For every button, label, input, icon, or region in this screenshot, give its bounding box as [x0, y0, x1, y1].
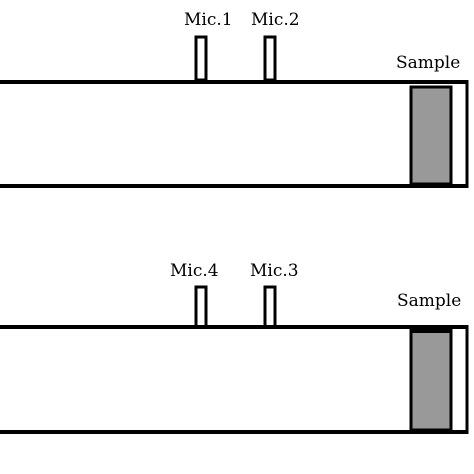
bottom-sample-backing-plate: [411, 327, 451, 333]
bottom-sample-block: [409, 327, 453, 432]
mic-4-port: [194, 285, 208, 329]
mic-2-port: [263, 35, 277, 82]
mic-2-label: Mic.2: [251, 10, 300, 30]
top-sample-label: Sample: [396, 53, 460, 73]
mic-1-port: [194, 35, 208, 82]
mic-1-label: Mic.1: [184, 10, 233, 30]
top-tube-setup: Mic.1 Mic.2 Sample: [0, 10, 469, 188]
mic-3-port: [263, 285, 277, 329]
mic-4-label: Mic.4: [170, 261, 219, 281]
mic-3-label: Mic.3: [250, 261, 299, 281]
bottom-sample-label: Sample: [397, 291, 461, 311]
bottom-tube-setup: Mic.4 Mic.3 Sample: [0, 261, 469, 434]
top-sample-block: [409, 85, 453, 186]
